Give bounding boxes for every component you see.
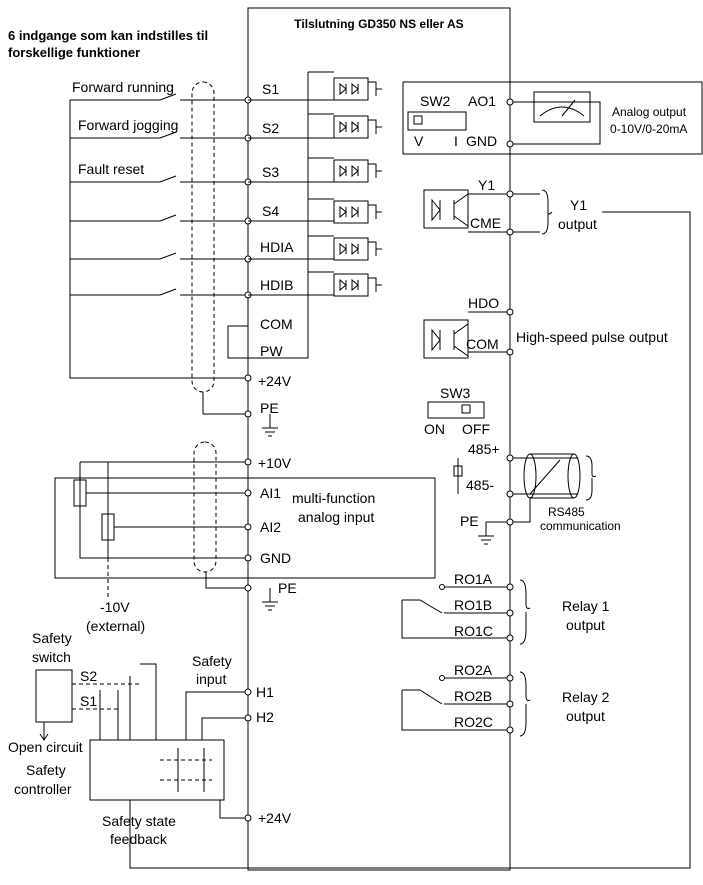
s1-label: S1 bbox=[262, 81, 279, 97]
rs485-section: 485+ 485- PE RS485 communication bbox=[453, 441, 621, 545]
s3-label: S3 bbox=[262, 164, 279, 180]
y1-output: Y1 CME Y1 output bbox=[423, 177, 597, 236]
inputs-note-line1: 6 indgange som kan indstilles til bbox=[8, 28, 208, 43]
ai1-label: AI1 bbox=[260, 485, 281, 501]
feedback-label-2: feedback bbox=[110, 831, 168, 847]
relay2-label-2: output bbox=[566, 708, 605, 724]
sw3-off-label: OFF bbox=[462, 421, 490, 437]
analog-pe-label: PE bbox=[278, 580, 297, 596]
drive-box-title: Tilslutning GD350 NS eller AS bbox=[294, 17, 463, 31]
feedback-label-1: Safety state bbox=[102, 813, 176, 829]
sw3-switch: SW3 ON OFF bbox=[424, 385, 490, 437]
safety-switch-label-1: Safety bbox=[32, 630, 72, 646]
hdib-label: HDIB bbox=[260, 277, 293, 293]
i-label: I bbox=[454, 133, 458, 149]
ro2b-label: RO2B bbox=[454, 688, 492, 704]
hdia-label: HDIA bbox=[260, 239, 294, 255]
sw3-label: SW3 bbox=[440, 385, 471, 401]
analog-output-label-1: Analog output bbox=[612, 105, 687, 119]
analog-output-label-2: 0-10V/0-20mA bbox=[610, 122, 687, 136]
h2-label: H2 bbox=[256, 709, 274, 725]
forward-running-label: Forward running bbox=[72, 79, 174, 95]
relay2-output: RO2A RO2B RO2C Relay 2 output bbox=[401, 662, 610, 737]
plus24v-label: +24V bbox=[258, 373, 292, 389]
rs485-label-2: communication bbox=[540, 519, 621, 533]
hdo-com-label: COM bbox=[466, 336, 499, 352]
relay1-output: RO1A RO1B RO1C Relay 1 output bbox=[401, 571, 610, 645]
safety-input-label-1: Safety bbox=[192, 653, 232, 669]
open-circuit-label: Open circuit bbox=[8, 739, 83, 755]
safety-input-label-2: input bbox=[196, 671, 226, 687]
s2-label: S2 bbox=[262, 120, 279, 136]
controller-label-2: controller bbox=[14, 781, 72, 797]
relay1-label-1: Relay 1 bbox=[562, 598, 610, 614]
hdo-output-label: High-speed pulse output bbox=[516, 329, 668, 345]
hdo-output: HDO COM High-speed pulse output bbox=[423, 295, 668, 359]
sw3-on-label: ON bbox=[424, 421, 445, 437]
relay2-label-1: Relay 2 bbox=[562, 689, 610, 705]
analog-inputs: +10V AI1 AI2 GND PE multi-function analo… bbox=[54, 441, 436, 634]
rs485-plus-label: 485+ bbox=[468, 441, 500, 457]
sw2-label: SW2 bbox=[420, 93, 451, 109]
v-label: V bbox=[414, 133, 424, 149]
fault-reset-label: Fault reset bbox=[78, 161, 144, 177]
relay1-label-2: output bbox=[566, 617, 605, 633]
plus10v-label: +10V bbox=[258, 455, 292, 471]
ro1b-label: RO1B bbox=[454, 597, 492, 613]
safety-s2-label: S2 bbox=[80, 668, 97, 684]
rs485-minus-label: 485- bbox=[466, 477, 494, 493]
ao-gnd-label: GND bbox=[466, 133, 497, 149]
external-label: (external) bbox=[86, 618, 145, 634]
controller-label-1: Safety bbox=[26, 762, 66, 778]
ro2c-label: RO2C bbox=[454, 714, 493, 730]
pw-label: PW bbox=[260, 343, 283, 359]
minus10v-label: -10V bbox=[100, 599, 130, 615]
h1-label: H1 bbox=[256, 684, 274, 700]
pe-label: PE bbox=[260, 400, 279, 416]
y1-label: Y1 bbox=[478, 177, 495, 193]
drive-box bbox=[247, 7, 511, 871]
analog-output: SW2 V I AO1 GND Analog output 0-10V/0-20… bbox=[402, 81, 703, 155]
rs485-label-1: RS485 bbox=[548, 505, 585, 519]
inputs-note-line2: forskellige funktioner bbox=[8, 45, 140, 60]
safety-plus24v-label: +24V bbox=[258, 810, 292, 826]
ai2-label: AI2 bbox=[260, 519, 281, 535]
digital-inputs: Forward running Forward jogging Fault re… bbox=[69, 71, 382, 437]
cme-label: CME bbox=[470, 215, 501, 231]
gnd-label: GND bbox=[260, 550, 291, 566]
analog-input-label-1: multi-function bbox=[292, 490, 375, 506]
y1-output-label-1: Y1 bbox=[570, 197, 587, 213]
ro1a-label: RO1A bbox=[454, 571, 493, 587]
safety-s1-label: S1 bbox=[80, 693, 97, 709]
safety-section: Safety switch S2 S1 Safety input H1 H2 O… bbox=[8, 211, 691, 869]
ro1c-label: RO1C bbox=[454, 623, 493, 639]
ro2a-label: RO2A bbox=[454, 662, 493, 678]
forward-jogging-label: Forward jogging bbox=[78, 117, 178, 133]
optocoupler-column bbox=[248, 71, 382, 297]
safety-switch-label-2: switch bbox=[32, 649, 71, 665]
com-label: COM bbox=[260, 316, 293, 332]
rs485-pe-label: PE bbox=[460, 513, 479, 529]
y1-output-label-2: output bbox=[558, 216, 597, 232]
ao1-label: AO1 bbox=[468, 93, 496, 109]
analog-input-label-2: analog input bbox=[298, 509, 374, 525]
s4-label: S4 bbox=[262, 203, 279, 219]
hdo-label: HDO bbox=[468, 295, 499, 311]
